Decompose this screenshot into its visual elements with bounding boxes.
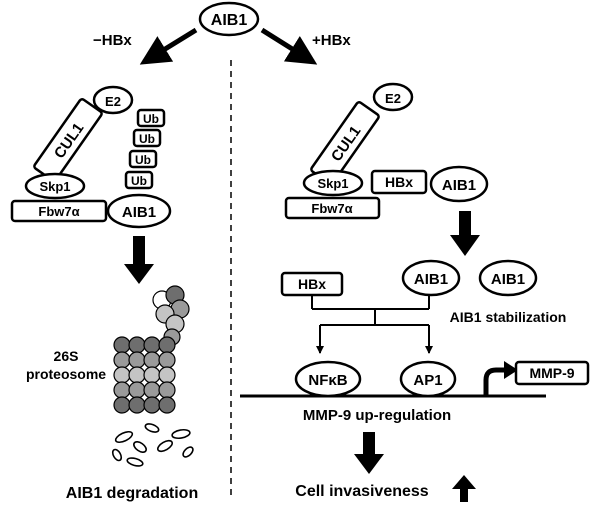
left-cul1: CUL1 bbox=[33, 98, 103, 182]
left-e2 bbox=[92, 85, 134, 115]
transcription-start-arrow bbox=[483, 361, 518, 396]
left-ub-3: Ub bbox=[135, 153, 151, 167]
top-aib1-label: AIB1 bbox=[211, 12, 248, 29]
left-ub-1: Ub bbox=[143, 112, 159, 126]
right-e3-complex: CUL1 E2 Skp1 HBx AIB1 Fbw7α bbox=[284, 82, 489, 220]
left-aib1-label: AIB1 bbox=[122, 204, 156, 221]
right-outcome: Cell invasiveness bbox=[295, 483, 429, 500]
right-fbw7a bbox=[284, 196, 381, 220]
right-stabilization-label: AIB1 stabilization bbox=[450, 309, 567, 325]
right-branch-arrow bbox=[260, 27, 318, 65]
left-e3-complex: CUL1 E2 Ub Ub Ub Ub Skp1 Fbw7α AIB1 bbox=[10, 85, 172, 229]
right-down-arrow bbox=[450, 211, 480, 256]
right-skp1 bbox=[302, 169, 364, 197]
left-branch-arrow bbox=[139, 27, 198, 65]
right-ap1 bbox=[399, 360, 457, 398]
right-aib1-free-2 bbox=[478, 259, 538, 297]
left-fbw7a bbox=[10, 199, 108, 223]
left-ub-4: Ub bbox=[131, 174, 147, 188]
right-hbx-free-label: HBx bbox=[298, 276, 326, 292]
right-e2-label: E2 bbox=[385, 91, 401, 106]
top-aib1-node: AIB1 bbox=[198, 1, 260, 37]
right-e2 bbox=[372, 82, 414, 112]
right-aib1-complex-label: AIB1 bbox=[442, 177, 476, 194]
left-skp1 bbox=[24, 172, 86, 200]
right-skp1-label: Skp1 bbox=[317, 176, 348, 191]
increase-up-arrow bbox=[452, 475, 476, 502]
left-condition-label: −HBx bbox=[93, 32, 132, 49]
right-nfkb bbox=[294, 360, 362, 398]
right-lower-down-arrow bbox=[354, 432, 384, 474]
right-hbx-complex bbox=[370, 169, 428, 195]
left-outcome: AIB1 degradation bbox=[66, 485, 198, 502]
left-fbw7a-label: Fbw7α bbox=[38, 204, 79, 219]
peptide-fragments bbox=[111, 423, 194, 467]
right-mmp9-label: MMP-9 bbox=[529, 365, 574, 381]
right-ap1-label: AP1 bbox=[413, 372, 442, 389]
right-mmp9 bbox=[514, 360, 590, 386]
left-e2-label: E2 bbox=[105, 94, 121, 109]
signal-connectors bbox=[311, 295, 433, 354]
right-aib1-free-2-label: AIB1 bbox=[491, 271, 525, 288]
left-ub-chain: Ub Ub Ub Ub bbox=[124, 108, 166, 190]
proteasome-label-line2: proteosome bbox=[26, 366, 106, 382]
left-skp1-label: Skp1 bbox=[39, 179, 70, 194]
right-hbx-complex-label: HBx bbox=[385, 174, 413, 190]
right-aib1-complex bbox=[429, 165, 489, 203]
right-nfkb-label: NFκB bbox=[308, 372, 347, 389]
proteasome bbox=[113, 285, 190, 414]
proteasome-label-line1: 26S bbox=[54, 348, 79, 364]
right-upregulation-label: MMP-9 up-regulation bbox=[303, 407, 451, 424]
left-down-arrow bbox=[124, 236, 154, 284]
left-aib1 bbox=[106, 193, 172, 229]
right-fbw7a-label: Fbw7α bbox=[311, 201, 352, 216]
left-ub-2: Ub bbox=[139, 132, 155, 146]
right-condition-label: +HBx bbox=[312, 32, 351, 49]
right-aib1-free-1-label: AIB1 bbox=[414, 271, 448, 288]
right-aib1-free-1 bbox=[401, 259, 461, 297]
